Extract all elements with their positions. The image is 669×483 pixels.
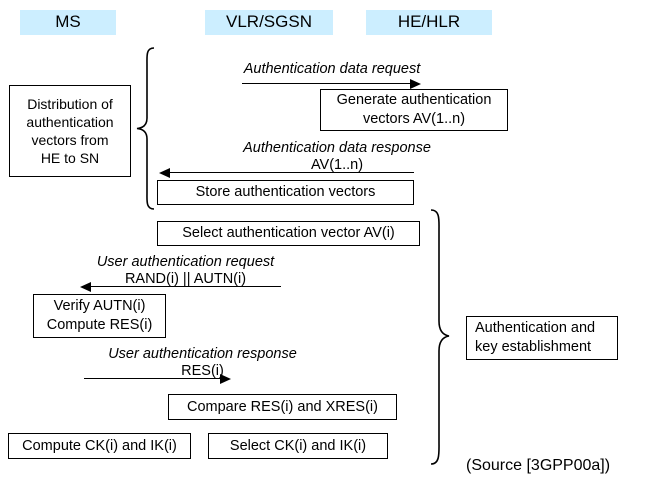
arrow-line-user-auth-response <box>84 378 222 379</box>
user-auth-request-payload: RAND(i) || AUTN(i) <box>124 271 247 287</box>
brace-distribution <box>136 47 155 210</box>
select-av-line-1: Select authentication vector AV(i) <box>182 225 395 241</box>
compare-res-line-1: Compare RES(i) and XRES(i) <box>187 398 378 415</box>
phase-distribution-line-4: HE to SN <box>40 150 100 166</box>
message-payload-user-auth-request: RAND(i) || AUTN(i) <box>78 270 293 288</box>
message-label-user-auth-response: User authentication response <box>90 345 315 363</box>
generate-av-line-1: Generate authentication <box>336 92 492 108</box>
column-header-he-hlr: HE/HLR <box>366 10 492 35</box>
message-label-auth-data-response: Authentication data response <box>232 139 442 157</box>
column-header-ms-label: MS <box>55 12 81 31</box>
user-auth-request-text: User authentication request <box>96 254 275 270</box>
arrow-line-auth-data-response <box>170 172 414 173</box>
message-payload-user-auth-response: RES(i) <box>90 362 315 380</box>
message-payload-auth-data-response: AV(1..n) <box>232 156 442 174</box>
phase-label-distribution: Distribution of authentication vectors f… <box>9 85 131 177</box>
process-box-store-av: Store authentication vectors <box>157 180 414 205</box>
arrow-head-auth-data-request <box>410 79 421 89</box>
user-auth-response-payload: RES(i) <box>181 363 224 379</box>
arrow-head-auth-data-response <box>159 168 170 178</box>
column-header-vlr-sgsn: VLR/SGSN <box>205 10 333 35</box>
process-box-compute-keys: Compute CK(i) and IK(i) <box>8 433 191 459</box>
phase-auth-key-line-2: key establishment <box>475 339 592 355</box>
process-box-select-av: Select authentication vector AV(i) <box>157 221 420 246</box>
phase-distribution-line-3: vectors from <box>31 132 109 148</box>
arrow-head-user-auth-request <box>80 282 91 292</box>
process-box-generate-av: Generate authentication vectors AV(1..n) <box>320 89 508 131</box>
source-caption-text: (Source [3GPP00a]) <box>466 457 611 474</box>
phase-distribution-line-1: Distribution of <box>27 96 113 112</box>
auth-data-response-payload: AV(1..n) <box>310 157 364 173</box>
arrow-head-user-auth-response <box>220 374 231 384</box>
store-av-line-1: Store authentication vectors <box>195 184 376 200</box>
verify-autn-line-2: Compute RES(i) <box>46 317 153 333</box>
user-auth-response-text: User authentication response <box>108 346 297 362</box>
source-caption: (Source [3GPP00a]) <box>466 456 610 476</box>
arrow-line-user-auth-request <box>91 286 281 287</box>
phase-auth-key-line-1: Authentication and <box>475 320 596 336</box>
column-header-he-hlr-label: HE/HLR <box>397 12 461 31</box>
brace-auth-key-establishment <box>430 209 450 465</box>
compute-keys-line-1: Compute CK(i) and IK(i) <box>22 437 177 454</box>
message-label-user-auth-request: User authentication request <box>78 253 293 271</box>
verify-autn-line-1: Verify AUTN(i) <box>53 298 146 314</box>
process-box-verify-autn: Verify AUTN(i) Compute RES(i) <box>33 294 166 338</box>
column-header-vlr-sgsn-label: VLR/SGSN <box>226 12 312 31</box>
phase-distribution-line-2: authentication <box>26 114 114 130</box>
process-box-compare-res: Compare RES(i) and XRES(i) <box>168 394 397 420</box>
auth-data-response-text: Authentication data response <box>243 140 431 156</box>
auth-data-request-text: Authentication data request <box>243 61 421 77</box>
generate-av-line-2: vectors AV(1..n) <box>362 111 466 127</box>
column-header-ms: MS <box>20 10 116 35</box>
arrow-line-auth-data-request <box>242 83 412 84</box>
select-keys-line-1: Select CK(i) and IK(i) <box>229 437 367 454</box>
message-label-auth-data-request: Authentication data request <box>232 60 432 78</box>
process-box-select-keys: Select CK(i) and IK(i) <box>208 433 388 459</box>
phase-label-auth-key-establishment: Authentication and key establishment <box>466 316 618 360</box>
